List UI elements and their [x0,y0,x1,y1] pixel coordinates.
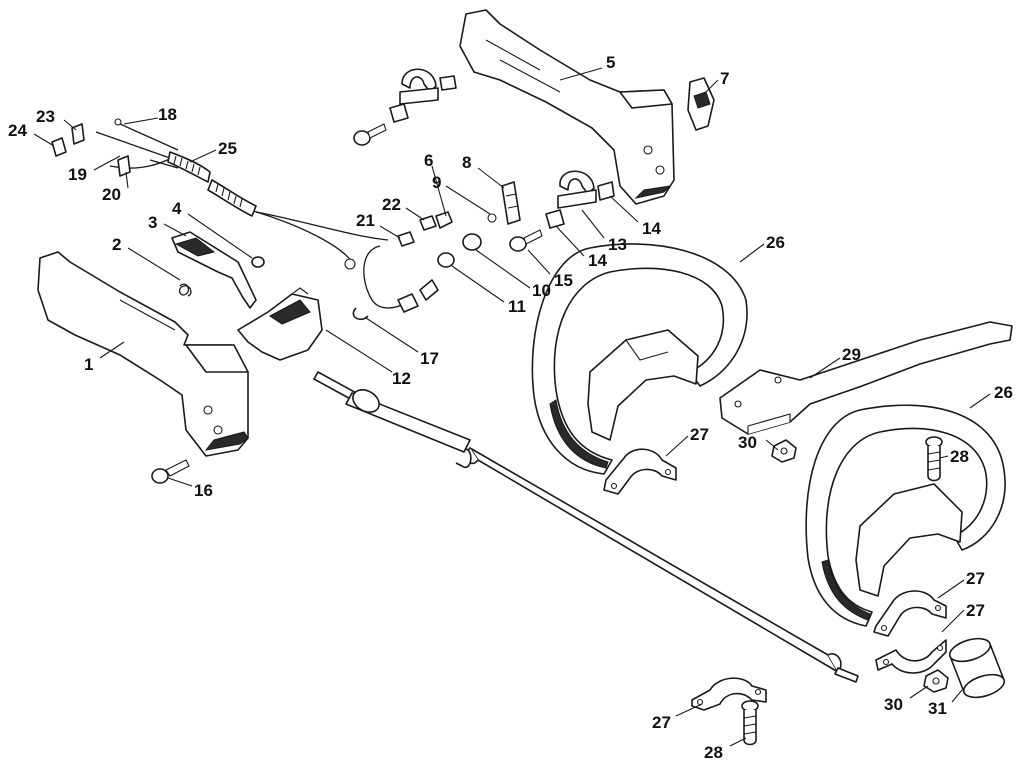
small-screw-part [487,213,497,223]
callout-3: 3 [148,213,157,232]
callout-14-upper: 14 [642,219,661,238]
handle-half-part [237,287,323,361]
nut-part [771,439,797,463]
pin-part [251,256,265,268]
clamp-half-part [873,590,947,637]
callout-17: 17 [420,349,439,368]
callout-7: 7 [720,69,729,88]
cable-clips-part [51,123,131,177]
callout-30-lower: 30 [884,695,903,714]
switch-contact-part [501,181,521,225]
callout-26-upper: 26 [766,233,785,252]
drive-tube-part [455,446,859,683]
throttle-trigger-part [171,231,257,309]
loop-handle-upper-part [531,243,748,475]
screw-top-part [353,123,387,146]
callout-27-upper: 27 [690,425,709,444]
handle-housing-right-part [459,9,675,205]
bolt-part [925,436,943,482]
callout-12: 12 [392,369,411,388]
nut-part [923,669,949,693]
callout-labels: 1 2 3 4 5 6 7 8 9 10 11 12 13 14 14 15 1… [8,53,1013,762]
retaining-clip-part [352,307,369,321]
sleeve-part [948,637,1006,699]
callout-16: 16 [194,481,213,500]
bolt-part [741,700,759,746]
callout-28-right: 28 [950,447,969,466]
callout-14-lower: 14 [588,251,607,270]
callout-18: 18 [158,105,177,124]
callout-23: 23 [36,107,55,126]
callout-19: 19 [68,165,87,184]
callout-29: 29 [842,345,861,364]
clamp-upper-part [389,68,457,123]
callout-27-bottom: 27 [652,713,671,732]
callout-21: 21 [356,211,375,230]
conduit-part [167,151,257,217]
callout-11: 11 [508,297,526,316]
callout-9: 9 [432,173,441,192]
callout-2: 2 [112,235,121,254]
loop-handle-lower-part [805,404,1006,627]
leader-lines [33,67,991,747]
callout-1: 1 [84,355,93,374]
callout-8: 8 [462,153,471,172]
handle-housing-part [37,251,249,457]
callout-26-lower: 26 [994,383,1013,402]
callout-15: 15 [554,271,573,290]
plug-part [437,252,455,268]
clamp-half-part [875,639,947,674]
barrier-bar-part [719,321,1013,435]
connectors-part [397,215,437,313]
callout-22: 22 [382,195,401,214]
clamp-lower-part [545,170,615,229]
spring-part [178,283,192,297]
callout-25: 25 [218,139,237,158]
callout-10: 10 [532,281,551,300]
callout-30-upper: 30 [738,433,757,452]
clamp-half-part [603,448,677,495]
contact-spring-part [419,211,453,301]
callout-13: 13 [608,235,627,254]
wire-harness-part [95,118,405,309]
callout-5: 5 [606,53,615,72]
inner-drive-shaft-part [313,371,471,453]
callout-24: 24 [8,121,27,140]
callout-20: 20 [102,185,121,204]
screw-handle-part [151,459,190,484]
washer-part [462,233,482,251]
screw-part [509,229,543,252]
callout-27-right-b: 27 [966,601,985,620]
callout-4: 4 [172,199,182,218]
callout-28-bottom: 28 [704,743,723,762]
switch-cover-part [687,77,715,131]
callout-6: 6 [424,151,433,170]
callout-27-right-a: 27 [966,569,985,588]
callout-31: 31 [928,699,947,718]
clamp-half-part [691,677,767,711]
